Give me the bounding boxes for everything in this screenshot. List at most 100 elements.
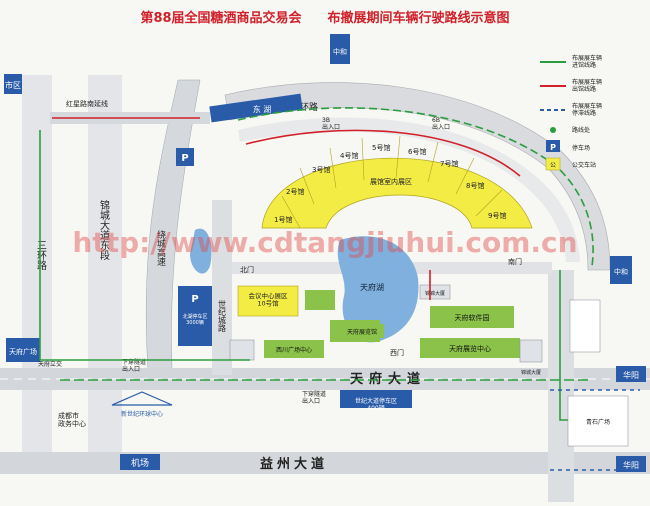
hall-2-label: 2号馆 — [286, 187, 304, 196]
south-parking — [340, 390, 412, 408]
legend-route-dot — [550, 127, 556, 133]
central-lake-label: 天府湖 — [360, 282, 384, 292]
jingzhou-label: 锦锦大厦 — [425, 290, 445, 297]
building-west — [229, 339, 255, 361]
map-title: 第88届全国糖酒商品交易会 布撤展期间车辆行驶路线示意图 — [140, 10, 509, 26]
tianfu-center-green — [420, 338, 520, 358]
svg-text:华阳: 华阳 — [623, 460, 639, 470]
route-red-arc — [245, 129, 521, 177]
svg-text:天府广场: 天府广场 — [9, 347, 37, 356]
green-block-1 — [305, 290, 335, 310]
west-gate-label: 西门 — [390, 348, 404, 357]
legend-item-stop: 布展展车辆停滞线路 — [572, 102, 602, 117]
shiji-label: 世纪城路 — [218, 299, 227, 332]
huayang-sign-2: 华阳 — [616, 456, 646, 472]
svg-text:P: P — [550, 143, 556, 152]
jiaocheng-label: 绕城高速 — [155, 229, 166, 267]
watermark-text: http://www.cdtangjiuhui.com.cn — [72, 226, 577, 259]
third-ring-road — [22, 75, 52, 470]
airport-sign: 机场 — [120, 454, 160, 470]
building-east-3 — [569, 299, 601, 353]
qingshi-block — [567, 395, 629, 447]
hall-5-label: 5号馆 — [372, 143, 390, 152]
right-vertical-road — [548, 270, 574, 502]
svg-text:华阳: 华阳 — [623, 370, 639, 380]
legend-bus-icon — [545, 157, 561, 171]
xiaxiang-left-label: 下穿隧道出入口 — [122, 358, 146, 373]
north-parking — [178, 286, 212, 346]
tianfu-exhibit-label: 天府展览馆 — [347, 328, 377, 336]
tianfu-dadao-label: 天府大道 — [350, 371, 426, 387]
huayang-sign-1: 华阳 — [616, 366, 646, 382]
zhonghe-right-sign: 中和 — [610, 256, 632, 284]
svg-text:P: P — [191, 294, 198, 305]
xichang-green — [264, 340, 324, 358]
shiji-road — [212, 200, 232, 375]
tianfu-overpass-label: 天府立交 — [38, 360, 62, 368]
svg-text:市区: 市区 — [5, 80, 21, 90]
legend-item-exit: 布展展车辆出馆线路 — [572, 78, 602, 93]
hall-4-label: 4号馆 — [340, 151, 358, 160]
tianfu-exhibit-green — [340, 324, 384, 338]
legend-item-bus: 公交车站 — [572, 161, 596, 169]
xiaxiang-right-label: 下穿隧道出入口 — [302, 390, 326, 405]
jincheng-dadao-road — [88, 75, 122, 470]
legend-item-entry: 布展展车辆进馆线路 — [572, 54, 602, 69]
exhibition-fan — [261, 135, 533, 229]
inner-arc-road — [238, 117, 580, 262]
legend-item-route: 路线处 — [572, 126, 590, 134]
new-century-center-icon: 新世纪环球中心 — [111, 391, 173, 418]
huanlu-label: 环路 — [300, 101, 318, 113]
zhonghe-top-sign: 中和 — [330, 34, 350, 64]
route-green-1 — [39, 130, 250, 361]
hall-fan-shape — [261, 157, 533, 229]
central-lake — [337, 236, 419, 343]
chengdu-gov-label: 成都市政务中心 — [58, 411, 86, 428]
hall-7-label: 7号馆 — [440, 159, 458, 168]
shiqu-sign: 市区 — [4, 74, 22, 94]
hall-3-label: 3号馆 — [312, 165, 330, 174]
svg-text:机场: 机场 — [131, 457, 149, 469]
svg-text:P: P — [181, 153, 188, 164]
tianfu-square-sign: 天府广场 — [6, 338, 40, 362]
hall-1-label: 1号馆 — [274, 215, 292, 224]
software-park-green — [430, 306, 514, 328]
legend-item-parking: 停车场 — [572, 144, 590, 152]
yizhou-dadao-road — [0, 452, 650, 474]
yizhou-dadao-label: 益州大道 — [260, 456, 328, 472]
conference-center — [237, 285, 299, 317]
hongxing-label: 红星路南延线 — [66, 99, 108, 108]
riverside-label: 锦城大厦 — [521, 369, 541, 376]
xichang-label: 西川广场中心 — [276, 346, 312, 354]
svg-text:新世纪环球中心: 新世纪环球中心 — [121, 410, 163, 418]
hall-6-label: 6号馆 — [408, 147, 426, 156]
tianfu-center-label: 天府展览中心 — [449, 344, 491, 353]
exit-routes — [52, 117, 521, 300]
south-gate-label: 南门 — [508, 257, 522, 266]
route-green-arc — [237, 107, 594, 267]
software-park-label: 天府软件园 — [455, 313, 490, 322]
building-east-1 — [419, 284, 451, 300]
hall-8-label: 8号馆 — [466, 181, 484, 190]
parking-icon-1 — [176, 148, 194, 166]
exhibition-center-label: 展馆室内展区 — [370, 177, 412, 186]
legend: 布展展车辆进馆线路 布展展车辆出馆线路 布展展车辆停滞线路 路线处 P 停车场 … — [540, 54, 602, 171]
blue-routes — [550, 389, 640, 471]
hall-9-label: 9号馆 — [488, 211, 506, 220]
qingshi-label: 青石广场 — [586, 418, 610, 426]
north-lake — [190, 228, 212, 274]
jincheng-label: 锦城大道东段 — [98, 199, 110, 261]
east-lake-parking — [209, 93, 303, 123]
building-east-2 — [519, 339, 543, 363]
north-gate-label: 北门 — [240, 265, 254, 274]
svg-text:公: 公 — [550, 162, 556, 169]
svg-text:中和: 中和 — [614, 267, 628, 276]
legend-parking-icon — [546, 140, 560, 152]
